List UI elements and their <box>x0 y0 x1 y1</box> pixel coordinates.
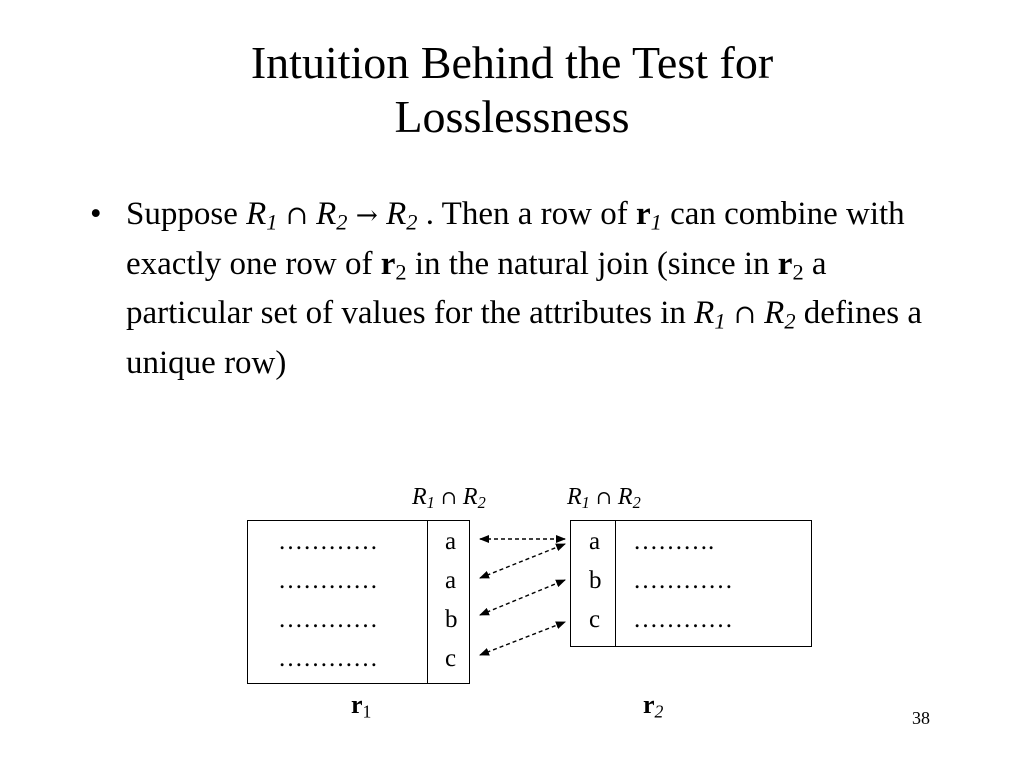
sub-2: 2 <box>395 259 407 285</box>
arrow-row-c-to-c <box>479 621 566 656</box>
bullet-item: • Suppose R1 ∩ R2 → R2 . Then a row of r… <box>90 190 950 388</box>
r1-row-3-key: b <box>445 606 458 633</box>
sub-1: 1 <box>266 209 278 235</box>
arrow-row-b-to-b <box>479 579 566 616</box>
sub-2: 2 <box>336 209 348 235</box>
r2-row-2-key: b <box>589 567 602 594</box>
relation-r1-label: r1 <box>351 690 372 722</box>
var-R: R <box>316 196 337 232</box>
text-defines: defines a unique row) <box>126 295 922 381</box>
r1-row-2-attrs: ………… <box>278 567 378 594</box>
relation-r1-table: ………… ………… ………… ………… a a b c <box>247 520 470 684</box>
intersection-symbol: ∩ <box>595 486 612 509</box>
r2-row-1-attrs: ………. <box>633 528 715 555</box>
sub-2: 2 <box>406 209 418 235</box>
r1-row-2-key: a <box>445 567 457 594</box>
r1-row-1-attrs: ………… <box>278 528 378 555</box>
text-in-natural-join: in the natural join (since in <box>406 246 778 282</box>
var-r: r <box>777 246 793 282</box>
var-r: r <box>635 196 651 232</box>
intersection-symbol: ∩ <box>440 486 457 509</box>
arrow-symbol: → <box>355 200 378 231</box>
intersection-symbol: ∩ <box>285 200 308 231</box>
r1-row-4-attrs: ………… <box>278 645 378 672</box>
r2-shared-attr-header: R1 ∩ R2 <box>567 484 641 513</box>
r1-row-1-key: a <box>445 528 457 555</box>
text-suppose: Suppose <box>126 196 247 232</box>
slide-number: 38 <box>912 708 930 728</box>
text-particular-set: a particular set of values for the attri… <box>126 246 827 331</box>
text-can-combine: can combine with exactly one row of <box>126 196 905 282</box>
var-r: r <box>380 246 396 282</box>
bullet-marker: • <box>90 196 102 232</box>
r2-row-3-key: c <box>589 606 601 633</box>
r2-row-2-attrs: ………… <box>633 567 733 594</box>
title-line-2: Losslessness <box>394 91 630 142</box>
text-then: . Then a row of <box>417 196 636 232</box>
r1-shared-attr-header: R1 ∩ R2 <box>412 484 486 513</box>
var-R: R <box>386 196 407 232</box>
var-R: R <box>764 295 785 331</box>
sub-2: 2 <box>784 308 796 334</box>
relation-r2-table: a b c ………. ………… ………… <box>570 520 812 647</box>
sub-1: 1 <box>714 308 726 334</box>
title-line-1: Intuition Behind the Test for <box>250 37 774 88</box>
r1-row-4-key: c <box>445 645 457 672</box>
arrow-row-a2-to-a <box>479 543 566 579</box>
r2-row-1-key: a <box>589 528 601 555</box>
r2-column-divider <box>615 521 616 646</box>
r1-row-3-attrs: ………… <box>278 606 378 633</box>
slide-title: Intuition Behind the Test for Losslessne… <box>0 36 1024 144</box>
intersection-symbol: ∩ <box>733 299 756 330</box>
var-R: R <box>246 196 267 232</box>
sub-1: 1 <box>650 209 662 235</box>
r1-column-divider <box>427 521 428 683</box>
bullet-text: Suppose R1 ∩ R2 → R2 . Then a row of r1 … <box>126 190 950 388</box>
relation-r2-label: r2 <box>643 690 664 722</box>
r2-row-3-attrs: ………… <box>633 606 733 633</box>
var-R: R <box>694 295 715 331</box>
sub-2: 2 <box>792 259 804 285</box>
